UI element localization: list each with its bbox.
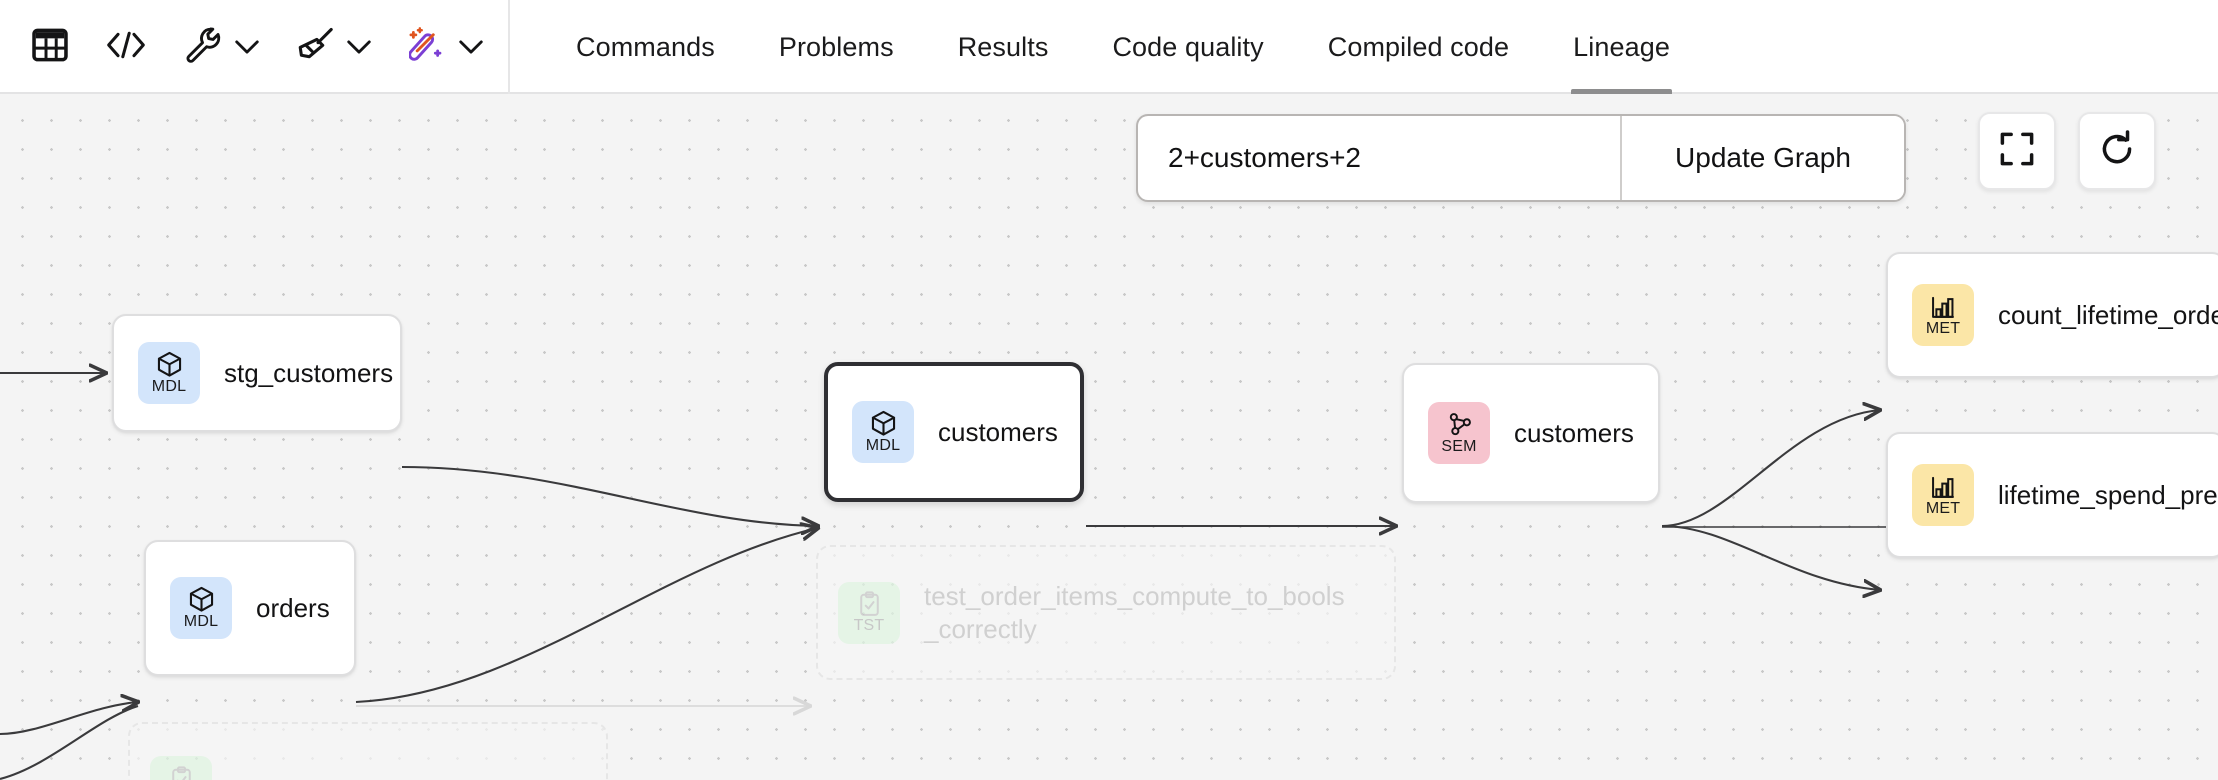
badge-label: MDL xyxy=(865,436,901,454)
fit-screen-icon xyxy=(1998,130,2036,173)
node-label: orders xyxy=(256,592,330,623)
node-label: customers xyxy=(1514,417,1634,448)
node-type-badge-mdl: MDL xyxy=(138,342,200,404)
node-type-badge-sem: SEM xyxy=(1428,402,1490,464)
node-label: count_lifetime_orders xyxy=(1998,299,2218,330)
ai-assist-button[interactable] xyxy=(400,19,456,75)
lineage-edges xyxy=(0,94,1886,780)
code-view-button[interactable] xyxy=(98,19,154,75)
node-type-badge-mdl: MDL xyxy=(170,577,232,639)
tab-lineage[interactable]: Lineage xyxy=(1541,0,1702,94)
bar-chart-icon xyxy=(1930,474,1956,500)
clipboard-check-icon xyxy=(857,591,882,617)
graph-node-customers-semantic[interactable]: SEM customers xyxy=(1402,363,1660,503)
code-icon xyxy=(106,30,146,65)
format-button[interactable] xyxy=(288,19,344,75)
table-view-button[interactable] xyxy=(22,19,78,75)
node-type-badge-tst: TST xyxy=(150,756,212,780)
node-label: test_order_items_compute_to_bools _corre… xyxy=(924,581,1345,644)
node-type-badge-mdl: MDL xyxy=(852,401,914,463)
cube-icon xyxy=(156,351,183,378)
badge-label: MET xyxy=(1925,499,1961,517)
canvas-controls xyxy=(1978,112,2156,190)
refresh-icon xyxy=(2098,129,2136,173)
editor-tool-group xyxy=(0,0,510,94)
chevron-down-icon xyxy=(347,40,371,54)
tab-label: Code quality xyxy=(1112,31,1264,62)
tab-label: Results xyxy=(957,31,1049,62)
ai-assist-chevron[interactable] xyxy=(454,22,488,72)
graph-node-lifetime-spend-pretax[interactable]: MET lifetime_spend_pretax xyxy=(1886,432,2218,558)
badge-label: TST xyxy=(853,617,885,634)
node-label: customers xyxy=(938,416,1058,447)
tab-label: Compiled code xyxy=(1327,31,1510,62)
fit-view-button[interactable] xyxy=(1978,112,2056,190)
clipboard-check-icon xyxy=(169,765,194,780)
graph-node-customers-model[interactable]: MDL customers xyxy=(824,362,1084,502)
tab-label: Lineage xyxy=(1573,31,1670,62)
table-icon xyxy=(32,28,68,67)
magic-wand-icon xyxy=(408,26,447,69)
graph-node-stg-customers[interactable]: MDL stg_customers xyxy=(112,314,402,432)
update-graph-label: Update Graph xyxy=(1675,142,1851,173)
node-label: stg_customers xyxy=(224,357,394,388)
bar-chart-icon xyxy=(1930,294,1956,320)
node-type-badge-met: MET xyxy=(1912,284,1974,346)
refresh-button[interactable] xyxy=(2078,112,2156,190)
graph-node-partial-bottom[interactable]: TST xyxy=(128,722,608,780)
tab-label: Problems xyxy=(778,31,894,62)
wrench-icon xyxy=(185,26,223,69)
node-type-badge-tst: TST xyxy=(838,581,900,644)
badge-label: SEM xyxy=(1441,437,1477,455)
node-label: lifetime_spend_pretax xyxy=(1998,479,2218,510)
tab-bar: Commands Problems Results Code quality C… xyxy=(510,0,1702,94)
lineage-search-input[interactable] xyxy=(1138,116,1620,200)
graph-node-count-lifetime-orders[interactable]: MET count_lifetime_orders xyxy=(1886,252,2218,378)
graph-node-test-order-items[interactable]: TST test_order_items_compute_to_bools _c… xyxy=(816,545,1396,680)
broom-icon xyxy=(297,26,335,69)
badge-label: MDL xyxy=(151,377,187,395)
chevron-down-icon xyxy=(459,40,483,54)
tab-code-quality[interactable]: Code quality xyxy=(1080,0,1295,94)
tab-compiled-code[interactable]: Compiled code xyxy=(1296,0,1541,94)
lineage-search-bar: Update Graph xyxy=(1136,114,1906,202)
semantic-graph-icon xyxy=(1446,412,1473,438)
format-chevron[interactable] xyxy=(342,22,376,72)
tab-results[interactable]: Results xyxy=(926,0,1081,94)
badge-label: MET xyxy=(1925,319,1961,337)
lineage-canvas[interactable]: MDL stg_customers MDL orders xyxy=(0,94,2218,780)
badge-label: MDL xyxy=(183,612,219,630)
tools-chevron[interactable] xyxy=(230,22,264,72)
tab-label: Commands xyxy=(576,31,715,62)
update-graph-button[interactable]: Update Graph xyxy=(1620,116,1904,200)
graph-node-orders[interactable]: MDL orders xyxy=(144,540,356,676)
tab-problems[interactable]: Problems xyxy=(747,0,926,94)
tab-commands[interactable]: Commands xyxy=(544,0,747,94)
cube-icon xyxy=(188,586,215,613)
chevron-down-icon xyxy=(235,40,259,54)
node-type-badge-met: MET xyxy=(1912,464,1974,526)
top-toolbar: Commands Problems Results Code quality C… xyxy=(0,0,2218,94)
cube-icon xyxy=(870,410,897,437)
tools-button[interactable] xyxy=(176,19,232,75)
